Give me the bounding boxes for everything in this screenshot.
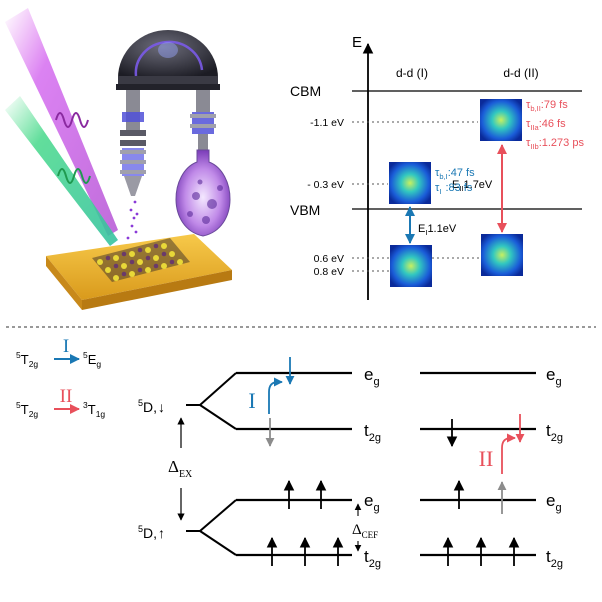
svg-text:τIIa:46 fs: τIIa:46 fs xyxy=(526,118,566,132)
svg-text:τb,I:47 fs: τb,I:47 fs xyxy=(435,167,475,181)
eg-label-left-lower: eg xyxy=(364,491,380,514)
tick-label-0p6: 0.6 eV xyxy=(314,253,344,265)
experiment-illustration xyxy=(5,8,232,310)
t2g-label-left-lower: t2g xyxy=(364,547,381,570)
spin-arrows-right xyxy=(442,419,520,566)
legend-I-numeral: I xyxy=(63,336,69,357)
green-pulse-icon xyxy=(57,168,91,184)
spin-arrows-left xyxy=(266,479,344,566)
svg-text:τb,II:79 fs: τb,II:79 fs xyxy=(526,99,568,113)
state-label-spin-up: 5D,↑ xyxy=(138,524,165,541)
legend-II: 5T2g xyxy=(16,400,38,419)
eg-label-right-lower: eg xyxy=(546,491,562,514)
probe-beam-green xyxy=(5,96,118,246)
tau-b-I-value: :47 fs xyxy=(448,167,475,179)
energy-diagram: E d-d (I) d-d (II) CBM VBM -1.1 eV - 0.3… xyxy=(290,34,584,300)
state-label-spin-down: 5D,↓ xyxy=(138,398,165,415)
tick-label-minus-0p3: - 0.3 eV xyxy=(307,179,344,191)
tau-I-value: :83 fs xyxy=(445,182,472,194)
transition-legend: 5T2g I 5Eg 5T2g II 3T1g xyxy=(16,336,105,419)
cbm-label: CBM xyxy=(290,83,321,99)
svg-text:τI:83 fs: τI:83 fs xyxy=(435,182,473,196)
tick-label-minus-1p1: -1.1 eV xyxy=(310,117,344,129)
photoelectron-dots xyxy=(126,192,139,240)
energy-axis-label: E xyxy=(352,34,362,51)
analyzer-dome xyxy=(118,30,218,78)
eg-label-left-upper: eg xyxy=(364,365,380,388)
lifetimes-I: τb,I:47 fs τI:83 fs xyxy=(435,167,475,196)
arpes-map-I-lower xyxy=(390,245,432,287)
transition-II-numeral: II xyxy=(479,446,494,471)
detector-flask xyxy=(175,149,231,237)
legend-II-target: 3T1g xyxy=(83,400,105,419)
legend-II-numeral: II xyxy=(60,386,73,407)
t2g-label-left-upper: t2g xyxy=(364,421,381,444)
tau-b-II-value: :79 fs xyxy=(541,99,568,111)
pink-pulse-icon xyxy=(55,112,89,128)
delta-cef-label: ΔCEF xyxy=(352,522,378,540)
tau-IIb-value: :1.273 ps xyxy=(539,137,585,149)
eg-label-right-upper: eg xyxy=(546,365,562,388)
legend-I-target: 5Eg xyxy=(83,350,101,369)
transition-II-energy-value: 1.7eV xyxy=(464,179,493,191)
delta-ex-label: ΔEX xyxy=(168,457,193,480)
tau-IIa-value: :46 fs xyxy=(539,118,566,130)
transition-II-curved-arrow xyxy=(501,433,516,474)
column-label-II: d-d (II) xyxy=(503,66,538,80)
tick-label-0p8: 0.8 eV xyxy=(314,266,344,278)
transition-I-numeral: I xyxy=(248,388,255,413)
arpes-map-I-upper xyxy=(389,162,431,204)
legend-I: 5T2g xyxy=(16,350,38,369)
column-label-I: d-d (I) xyxy=(396,66,428,80)
transition-I-energy-value: 1.1eV xyxy=(427,223,456,235)
transition-I-curved-arrow xyxy=(268,377,283,414)
arpes-map-II-lower xyxy=(481,234,523,276)
electron-lens-nozzle xyxy=(124,176,142,196)
lifetimes-II: τb,II:79 fs τIIa:46 fs τIIb:1.273 ps xyxy=(526,99,584,151)
t2g-label-right-lower: t2g xyxy=(546,547,563,570)
arpes-map-II-upper xyxy=(480,99,522,141)
crystal-lattice xyxy=(92,238,190,282)
svg-text:τIIb:1.273 ps: τIIb:1.273 ps xyxy=(526,137,584,151)
level-diagram: 5D,↓ 5D,↑ eg t2g eg t2g eg t2g eg t2g ΔE… xyxy=(138,357,563,570)
vbm-label: VBM xyxy=(290,202,320,218)
t2g-label-right-upper: t2g xyxy=(546,421,563,444)
transition-I-energy: EI1.1eV xyxy=(418,223,457,237)
